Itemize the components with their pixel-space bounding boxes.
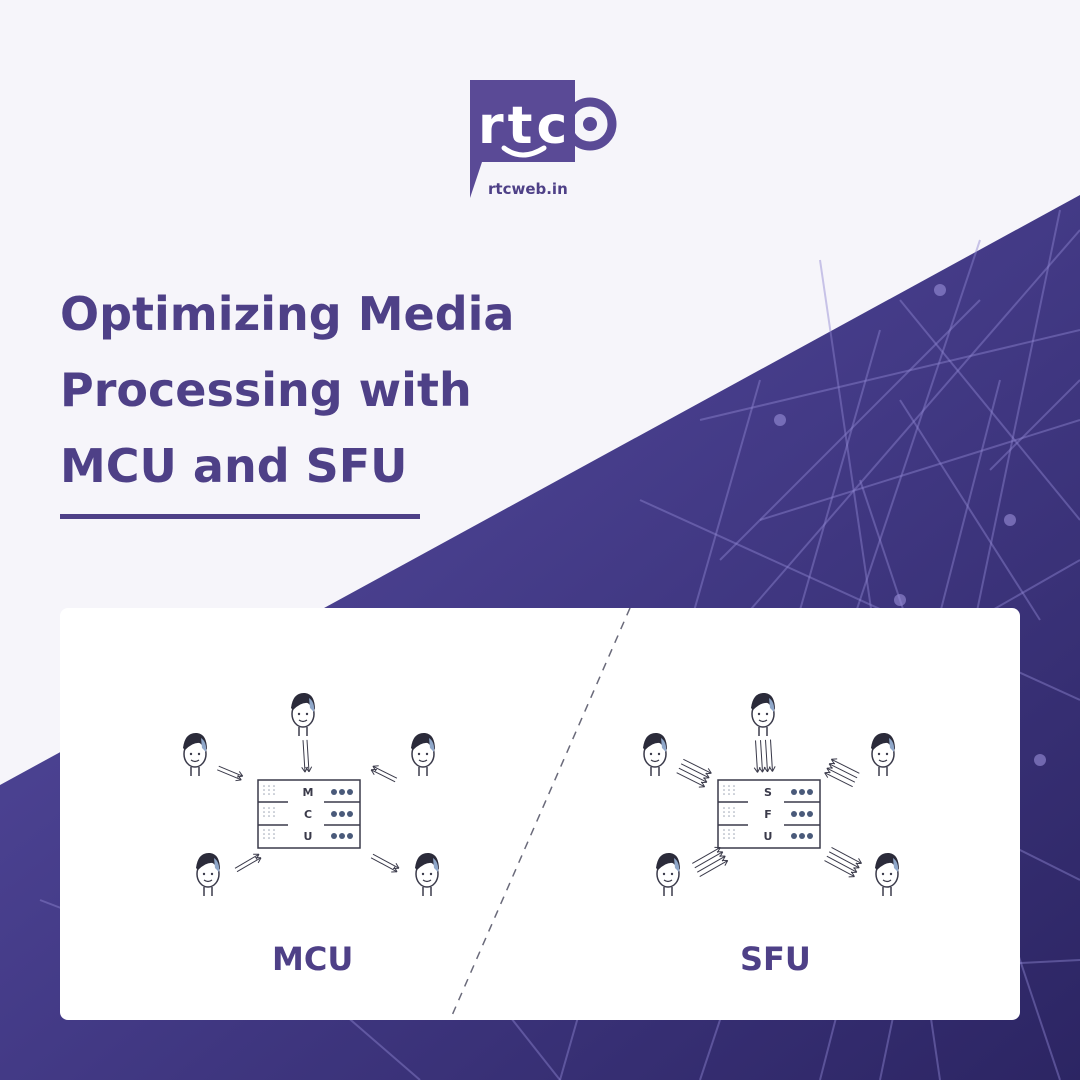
logo-word: rtc <box>478 96 572 156</box>
title-underline <box>60 514 420 519</box>
person-icon <box>643 732 667 776</box>
title-line-2: Processing with <box>60 363 472 417</box>
arrow-icon <box>302 740 306 773</box>
arrow-icon <box>831 846 862 864</box>
arrow-icon <box>683 758 712 774</box>
arrow-icon <box>680 763 710 779</box>
svg-text:F: F <box>764 808 772 821</box>
arrow-icon <box>764 739 768 772</box>
arrow-icon <box>769 739 773 772</box>
arrow-icon <box>755 740 759 773</box>
person-icon <box>656 852 680 896</box>
arrow-icon <box>370 769 396 783</box>
arrow-icon <box>370 857 398 873</box>
mcu-label: MCU <box>272 940 354 978</box>
svg-text:U: U <box>764 830 773 843</box>
arrow-icon <box>826 767 856 783</box>
title-line-3: MCU and SFU <box>60 439 408 493</box>
sfu-label: SFU <box>740 940 811 978</box>
svg-text:U: U <box>304 830 313 843</box>
person-icon <box>751 692 775 736</box>
person-icon <box>291 692 315 736</box>
arrow-icon <box>372 853 400 869</box>
arrow-icon <box>828 851 860 869</box>
arrow-icon <box>692 847 721 864</box>
arrow-icon <box>826 855 858 873</box>
logo-icon <box>470 80 617 198</box>
page-title: Optimizing Media Processing with MCU and… <box>60 276 660 504</box>
arrow-icon <box>831 758 860 774</box>
svg-text:S: S <box>764 786 772 799</box>
person-icon <box>875 852 899 896</box>
arrow-icon <box>828 763 858 779</box>
arrow-icon <box>696 855 726 873</box>
logo-site-url: rtcweb.in <box>488 180 568 198</box>
arrow-icon <box>694 851 724 869</box>
arrow-icon <box>218 765 243 777</box>
server-icon: SFU <box>717 779 821 849</box>
arrow-icon <box>760 740 764 773</box>
person-icon <box>411 732 435 776</box>
arrow-icon <box>678 767 708 783</box>
person-icon <box>196 852 220 896</box>
arrow-icon <box>824 772 853 788</box>
server-icon: MCU <box>257 779 361 849</box>
arrow-icon <box>676 772 705 788</box>
arrow-icon <box>372 765 398 779</box>
arrow-icon <box>234 853 260 869</box>
arrow-icon <box>217 769 242 781</box>
arrow-icon <box>699 860 728 877</box>
person-icon <box>871 732 895 776</box>
person-icon <box>183 732 207 776</box>
svg-text:C: C <box>304 808 312 821</box>
person-icon <box>415 852 439 896</box>
arrow-icon <box>824 860 855 878</box>
title-line-1: Optimizing Media <box>60 287 515 341</box>
svg-text:M: M <box>303 786 314 799</box>
arrow-icon <box>306 739 310 772</box>
arrow-icon <box>236 857 262 873</box>
